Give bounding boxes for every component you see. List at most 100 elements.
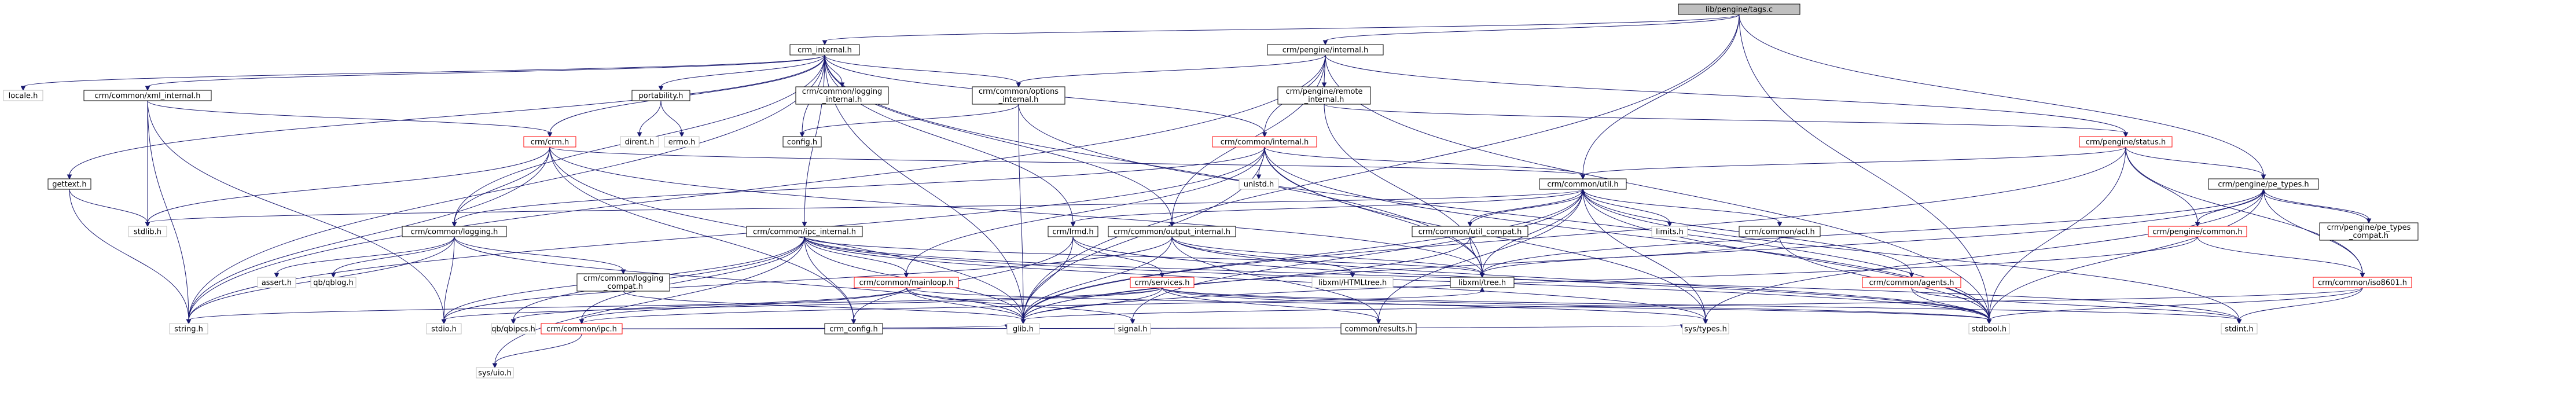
node-options_internal[interactable]: crm/common/options_internal.h: [972, 86, 1065, 105]
node-sysuio[interactable]: sys/uio.h: [476, 367, 514, 379]
edge-gettext-to-string: [69, 189, 192, 325]
node-box: [1862, 277, 1961, 288]
node-box: [1450, 277, 1515, 288]
node-acl[interactable]: crm/common/acl.h: [1739, 226, 1821, 237]
node-box: [47, 178, 91, 190]
node-label: config.h: [787, 138, 817, 147]
node-label: _internal.h: [1304, 96, 1344, 104]
node-services[interactable]: crm/services.h: [1130, 277, 1195, 288]
node-box: [257, 277, 296, 288]
node-box: [620, 136, 659, 148]
edge-iso8601-to-stdint: [2236, 287, 2363, 325]
node-label: crm/pengine/pe_types: [2327, 223, 2411, 232]
node-pe_types[interactable]: crm/pengine/pe_types.h: [2208, 178, 2319, 190]
node-label: crm/pengine/common.h: [2152, 228, 2242, 237]
node-box: [128, 226, 167, 237]
edge-util-to-lrmd: [1070, 189, 1583, 227]
node-label: crm/pengine/pe_types.h: [2218, 181, 2309, 189]
node-stdio[interactable]: stdio.h: [426, 323, 462, 335]
node-crm_h[interactable]: crm/crm.h: [523, 136, 576, 148]
node-limits[interactable]: limits.h: [1651, 226, 1688, 237]
node-ipc[interactable]: crm/common/ipc.h: [541, 323, 623, 335]
node-xml_internal[interactable]: crm/common/xml_internal.h: [83, 90, 212, 101]
node-crm_config[interactable]: crm_config.h: [824, 323, 883, 335]
node-stdint[interactable]: stdint.h: [2221, 323, 2258, 335]
node-label: common/results.h: [1345, 325, 1413, 334]
node-portability[interactable]: portability.h: [631, 90, 690, 101]
node-config[interactable]: config.h: [782, 136, 822, 148]
node-label: crm/crm.h: [531, 138, 569, 147]
node-box: [476, 367, 514, 379]
edge-tags-to-crm_internal: [822, 14, 1740, 46]
node-agents[interactable]: crm/common/agents.h: [1862, 277, 1961, 288]
node-label: string.h: [174, 325, 203, 334]
node-signal[interactable]: signal.h: [1114, 323, 1151, 335]
node-systypes[interactable]: sys/types.h: [1682, 323, 1729, 335]
edge-services-to-results: [1162, 287, 1381, 325]
node-label: errno.h: [668, 138, 696, 147]
edge-pengine_internal-to-pe_status: [1325, 54, 2129, 138]
node-crm_internal[interactable]: crm_internal.h: [789, 44, 860, 56]
node-pe_remote_internal[interactable]: crm/pengine/remote_internal.h: [1277, 86, 1371, 105]
node-iso8601[interactable]: crm/common/iso8601.h: [2313, 277, 2412, 288]
node-box: [2208, 178, 2319, 190]
node-label: unistd.h: [1244, 181, 1274, 189]
edge-output_internal-to-libxml_html: [1171, 236, 1355, 278]
node-libxml_html[interactable]: libxml/HTMLtree.h: [1311, 277, 1394, 288]
node-stdbool[interactable]: stdbool.h: [1968, 323, 2010, 335]
node-util_compat[interactable]: crm/common/util_compat.h: [1412, 226, 1528, 237]
node-qblog[interactable]: qb/qblog.h: [310, 277, 357, 288]
node-output_internal[interactable]: crm/common/output_internal.h: [1108, 226, 1236, 237]
node-results[interactable]: common/results.h: [1340, 323, 1417, 335]
node-dirent[interactable]: dirent.h: [620, 136, 659, 148]
node-common_internal[interactable]: crm/common/internal.h: [1212, 136, 1317, 148]
node-lrmd[interactable]: crm/lrmd.h: [1048, 226, 1098, 237]
node-label: locale.h: [9, 92, 38, 101]
edge-logging-to-stdio: [441, 236, 455, 325]
edge-acl-to-libxml_tree: [1479, 236, 1780, 278]
node-box: [782, 136, 822, 148]
node-logging_compat[interactable]: crm/common/logging_compat.h: [576, 273, 670, 292]
node-string[interactable]: string.h: [169, 323, 208, 335]
node-label: crm/common/agents.h: [1869, 279, 1954, 288]
node-pe_types_compat[interactable]: crm/pengine/pe_types_compat.h: [2319, 222, 2419, 241]
node-libxml_tree[interactable]: libxml/tree.h: [1450, 277, 1515, 288]
node-label: crm_internal.h: [798, 46, 852, 55]
node-tags[interactable]: lib/pengine/tags.c: [1678, 3, 1800, 15]
node-errno[interactable]: errno.h: [664, 136, 700, 148]
node-qbipcs[interactable]: qb/qbipcs.h: [491, 323, 536, 335]
node-pe_common[interactable]: crm/pengine/common.h: [2148, 226, 2247, 237]
node-util[interactable]: crm/common/util.h: [1539, 178, 1627, 190]
edge-xml_internal-to-stdlib: [145, 101, 150, 227]
node-mainloop[interactable]: crm/common/mainloop.h: [854, 277, 959, 288]
edge-portability-to-errno: [660, 100, 685, 138]
node-glib[interactable]: glib.h: [1006, 323, 1040, 335]
node-assert[interactable]: assert.h: [257, 277, 296, 288]
node-ipc_internal[interactable]: crm/common/ipc_internal.h: [746, 226, 863, 237]
edge-pe_types_compat-to-pe_types: [2261, 188, 2369, 223]
node-logging[interactable]: crm/common/logging.h: [402, 226, 507, 237]
node-pengine_internal[interactable]: crm/pengine/internal.h: [1267, 44, 1384, 56]
node-label: crm/common/output_internal.h: [1114, 228, 1230, 237]
edge-crm_internal-to-options_internal: [824, 54, 1021, 88]
node-gettext[interactable]: gettext.h: [47, 178, 91, 190]
edge-ipc-to-systypes: [622, 324, 1685, 330]
edge-logging-to-assert: [274, 236, 455, 278]
node-box: [402, 226, 507, 237]
edge-pengine_internal-to-options_internal: [1016, 54, 1326, 88]
node-unistd[interactable]: unistd.h: [1239, 178, 1279, 190]
node-locale[interactable]: locale.h: [3, 90, 43, 101]
node-stdlib[interactable]: stdlib.h: [128, 226, 167, 237]
edge-services-to-stdio: [441, 287, 1163, 325]
node-label: crm/common/util.h: [1547, 181, 1618, 189]
node-label: signal.h: [1118, 325, 1148, 334]
node-box: [1114, 323, 1151, 335]
node-box: [541, 323, 623, 335]
node-box: [3, 90, 43, 101]
node-logging_internal[interactable]: crm/common/logging_internal.h: [795, 86, 889, 105]
node-label: crm/pengine/internal.h: [1283, 46, 1369, 55]
edge-services-to-stdbool: [1162, 287, 1992, 325]
node-label: stdint.h: [2225, 325, 2253, 334]
node-pe_status[interactable]: crm/pengine/status.h: [2079, 136, 2173, 148]
node-label: assert.h: [262, 279, 292, 288]
